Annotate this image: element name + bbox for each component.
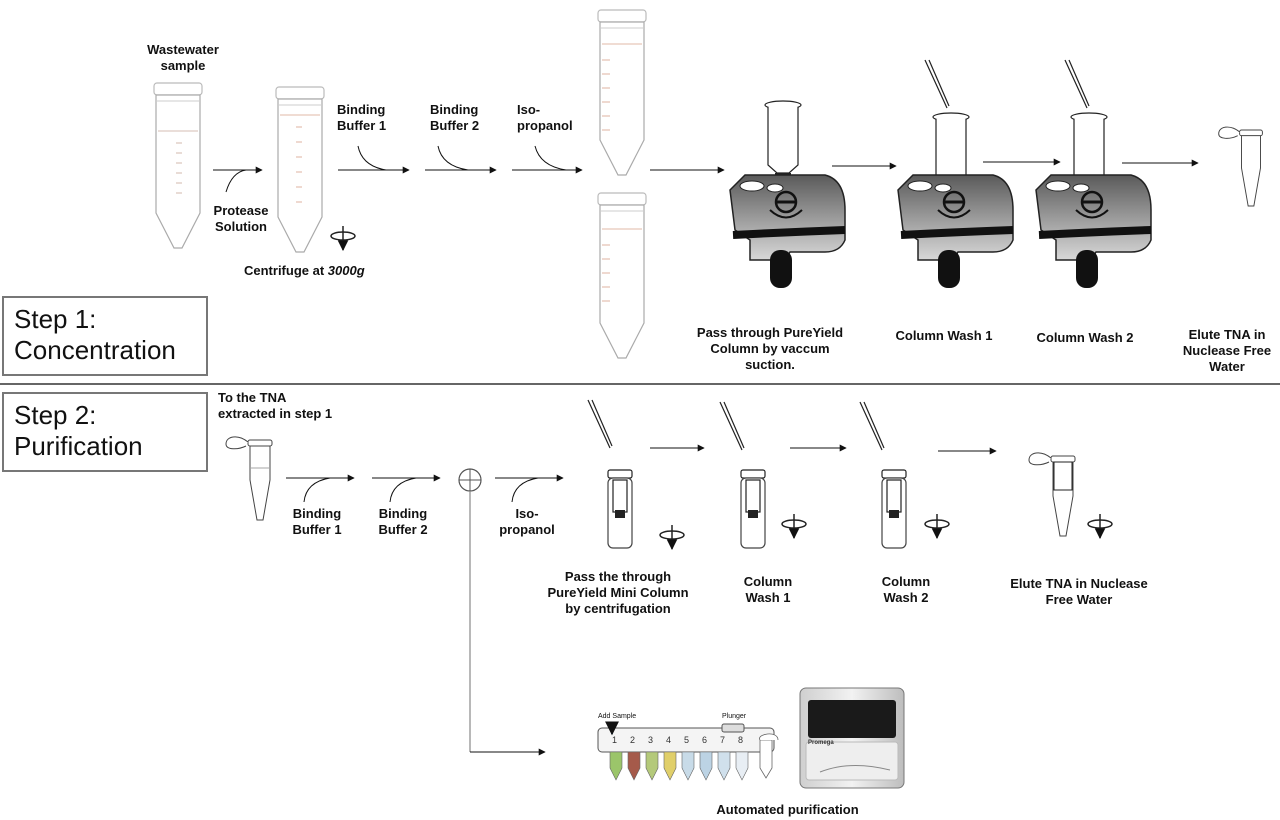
vacuum-manifold-1-icon [730,100,845,288]
conical-tube-bottom-icon [597,192,647,359]
step2-title-box: Step 2: Purification [2,392,208,472]
step1-binding1-line1: Binding [337,102,386,117]
to-tna-label: To the TNA extracted in step 1 [218,390,332,422]
add-sample-label: Add Sample [598,713,637,720]
step2-wash2-line1: Column [881,574,931,589]
instrument-icon [799,687,905,789]
well-number: 4 [666,735,672,745]
step2-title-line2: Purification [14,431,143,461]
protease-label-line1: Protease [213,203,269,218]
step2-binding1-line2: Buffer 1 [292,522,342,537]
tna-microtube-icon [225,436,273,521]
vacuum-manifold-2-icon [898,59,1013,288]
mini-column-1-icon [587,399,684,549]
step1-title-line1: Step 1: [14,304,97,334]
well-number: 1 [612,735,618,745]
protease-tube-icon [275,86,325,253]
to-tna-line2: extracted in step 1 [218,406,333,421]
wastewater-label: Wastewater sample [133,42,233,74]
automated-purification-label: Automated purification [716,802,859,817]
mini-column-2-icon [719,401,806,549]
step2-wash1-line1: Column [743,574,793,589]
step2-wash2-label: Column Wash 2 [866,574,946,606]
well-number: 7 [720,735,726,745]
step1-elute-line3: Water [1209,359,1245,374]
protease-label: Protease Solution [196,203,286,235]
step2-title-line1: Step 2: [14,400,97,430]
step1-binding2-line1: Binding [430,102,479,117]
step1-isopropanol-line2: propanol [517,118,573,133]
centrifuge-prefix: Centrifuge at [244,263,328,278]
step1-binding1-line2: Buffer 1 [337,118,387,133]
vacuum-manifold-3-icon [1036,59,1151,288]
step2-binding1-line1: Binding [292,506,342,521]
step1-pass-line1: Pass through PureYield [696,325,844,340]
step2-binding2-label: Binding Buffer 2 [368,506,438,538]
step1-isopropanol-line1: Iso- [517,102,541,117]
centrifuge-value: 3000g [327,263,365,278]
step1-elute-label: Elute TNA in Nuclease Free Water [1168,327,1280,375]
well-number: 8 [738,735,744,745]
step1-pass-line2: Column by vaccum [710,341,830,356]
conical-tube-top-icon [597,9,647,176]
step2-pass-line1: Pass the through [564,569,672,584]
centrifuge-label: Centrifuge at 3000g [244,263,365,279]
step2-binding2-line2: Buffer 2 [378,522,428,537]
wastewater-label-line1: Wastewater [147,42,219,57]
step2-elute-line1: Elute TNA in Nuclease [1010,576,1148,591]
well-number: 3 [648,735,654,745]
step2-pass-line3: by centrifugation [565,601,671,616]
step2-elute-label: Elute TNA in Nuclease Free Water [996,576,1162,608]
step1-title-box: Step 1: Concentration [2,296,208,376]
elute-tube-step2-icon [1028,452,1112,538]
step1-wash2-label: Column Wash 2 [1036,330,1134,345]
step2-binding1-label: Binding Buffer 1 [282,506,352,538]
step2-elute-line2: Free Water [1045,592,1113,607]
step2-isopropanol-label: Iso- propanol [492,506,562,538]
step1-elute-line1: Elute TNA in [1188,327,1266,342]
wastewater-tube-icon [153,82,203,249]
step1-binding1-label: Binding Buffer 1 [337,102,386,134]
step2-isopropanol-line1: Iso- [515,506,539,521]
centrifuge-spin-icon [331,226,355,250]
step1-pass-label: Pass through PureYield Column by vaccum … [680,325,860,373]
well-number: 2 [630,735,636,745]
step1-binding2-label: Binding Buffer 2 [430,102,479,134]
cartridge-icon [597,721,779,781]
step1-isopropanol-label: Iso- propanol [517,102,573,134]
step2-isopropanol-line2: propanol [499,522,555,537]
step2-wash2-line2: Wash 2 [883,590,929,605]
to-tna-line1: To the TNA [218,390,287,405]
step2-pass-label: Pass the through PureYield Mini Column b… [528,569,708,617]
step1-title-line2: Concentration [14,335,176,365]
step2-binding2-line1: Binding [378,506,428,521]
step2-wash1-line2: Wash 1 [745,590,791,605]
instrument-brand-label: Promega [808,740,834,746]
step2-pass-line2: PureYield Mini Column [547,585,689,600]
cartridge-well-numbers: 1 2 3 4 5 6 7 8 [608,734,758,746]
well-number: 5 [684,735,690,745]
wastewater-label-line2: sample [160,58,206,73]
step1-binding2-line2: Buffer 2 [430,118,480,133]
elute-microtube-icon [1218,126,1263,207]
step2-wash1-label: Column Wash 1 [728,574,808,606]
mini-column-3-icon [859,401,949,549]
branch-junction-icon [458,468,482,492]
step1-elute-line2: Nuclease Free [1182,343,1272,358]
step1-wash1-label: Column Wash 1 [895,328,993,343]
well-number: 6 [702,735,708,745]
protease-label-line2: Solution [215,219,267,234]
plunger-label: Plunger [722,713,747,720]
step1-pass-line3: suction. [745,357,795,372]
